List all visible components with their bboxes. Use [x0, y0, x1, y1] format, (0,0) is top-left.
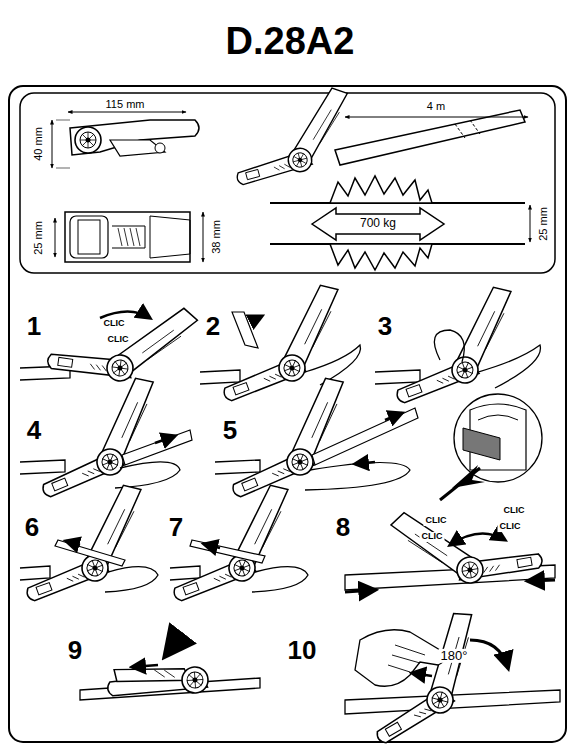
step-number: 2	[204, 312, 222, 341]
sound-label: CLIC	[102, 319, 127, 329]
dimension-label: 4 m	[425, 100, 447, 112]
sound-label: CLIC	[498, 522, 523, 532]
angle-label: 180°	[439, 649, 470, 663]
load-label: 700 kg	[358, 217, 398, 230]
step-number: 6	[23, 513, 41, 542]
dimension-label: 25 mm	[537, 205, 549, 243]
step-number: 7	[167, 513, 185, 542]
dimension-label: 38 mm	[210, 218, 222, 256]
step-number: 3	[376, 312, 394, 341]
dimension-label: 115 mm	[104, 98, 147, 110]
step-number: 5	[221, 416, 239, 445]
sound-label: CLIC	[106, 335, 131, 345]
step-number: 4	[25, 416, 43, 445]
step-number: 1	[25, 312, 43, 341]
sound-label: CLIC	[424, 516, 449, 526]
sound-label: CLIC	[502, 506, 527, 516]
step-number: 9	[66, 636, 84, 665]
step-number: 8	[334, 513, 352, 542]
sound-label: CLIC	[420, 532, 445, 542]
step-number: 10	[286, 636, 319, 665]
dimension-label: 40 mm	[32, 125, 44, 163]
title: D.28A2	[224, 21, 357, 63]
dimension-label: 25 mm	[32, 219, 44, 257]
